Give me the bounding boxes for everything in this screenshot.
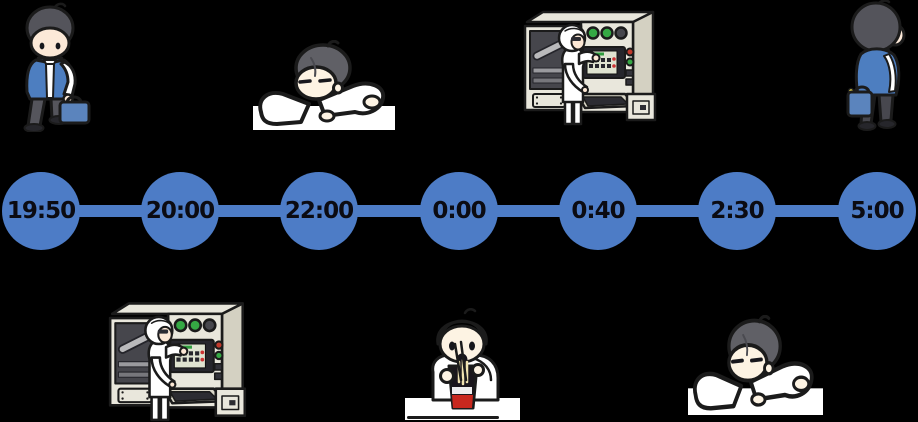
machine-operation-icon: [521, 0, 661, 127]
machine-operation-icon: [106, 291, 251, 422]
cup-noodle-meal-icon: [405, 308, 520, 422]
timeline-node-0000: 0:00: [420, 172, 498, 250]
cup-noodle-meal-illustration: [405, 308, 520, 422]
worker-leaving-illustration: [843, 0, 911, 133]
desk-nap-icon: [253, 40, 395, 130]
timeline-node-0230: 2:30: [698, 172, 776, 250]
timeline-node-2200: 22:00: [280, 172, 358, 250]
worker-leaving-icon: [843, 0, 911, 133]
timeline-node-0500: 5:00: [838, 172, 916, 250]
time-label: 22:00: [284, 198, 354, 224]
timeline-node-1950: 19:50: [2, 172, 80, 250]
time-label: 0:40: [571, 198, 625, 224]
time-label: 2:30: [710, 198, 764, 224]
time-label: 5:00: [850, 198, 904, 224]
worker-arriving-illustration: [8, 2, 92, 132]
machine-operation-bottom-illustration: [106, 291, 251, 422]
desk-nap-icon: [688, 315, 823, 415]
timeline-node-2000: 20:00: [141, 172, 219, 250]
machine-operation-top-illustration: [521, 0, 661, 127]
desk-nap-top-illustration: [253, 40, 395, 130]
time-label: 19:50: [6, 198, 76, 224]
time-label: 20:00: [145, 198, 215, 224]
desk-nap-bottom-illustration: [688, 315, 823, 415]
timeline-node-0040: 0:40: [559, 172, 637, 250]
time-label: 0:00: [432, 198, 486, 224]
worker-arriving-icon: [8, 2, 92, 132]
